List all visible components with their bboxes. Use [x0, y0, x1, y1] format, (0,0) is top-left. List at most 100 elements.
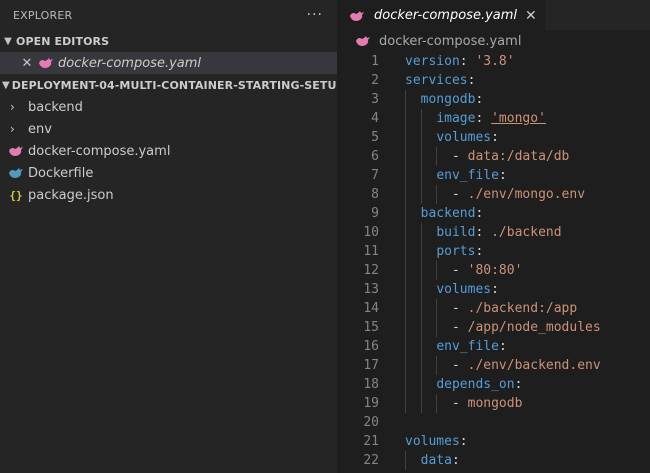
code-line[interactable]: 9 backend: — [337, 204, 650, 223]
indent-guide — [420, 261, 422, 280]
tree-folder-env[interactable]: › env — [0, 118, 337, 140]
line-text: - /app/node_modules — [379, 318, 601, 337]
yaml-value: mongodb — [467, 396, 523, 411]
tree-file-package-json[interactable]: {} package.json — [0, 184, 337, 206]
indent-guide — [420, 109, 422, 128]
indent-guide — [436, 318, 438, 337]
editor-pane: docker-compose.yaml ✕ docker-compose.yam… — [337, 0, 650, 473]
yaml-key: volumes — [436, 130, 492, 145]
yaml-dash: - — [451, 263, 468, 278]
open-editors-header[interactable]: ▼ OPEN EDITORS — [0, 30, 337, 52]
code-line[interactable]: 10 build: ./backend — [337, 223, 650, 242]
code-line[interactable]: 4 image: 'mongo' — [337, 109, 650, 128]
json-file-icon: {} — [9, 188, 23, 202]
yaml-separator: : — [459, 434, 468, 449]
indent-guide — [405, 394, 406, 413]
yaml-file-icon — [38, 55, 54, 71]
line-number: 22 — [363, 453, 379, 468]
code-line[interactable]: 15 - /app/node_modules — [337, 318, 650, 337]
line-number: 12 — [363, 263, 379, 278]
code-line[interactable]: 19 - mongodb — [337, 394, 650, 413]
yaml-dash: - — [451, 187, 468, 202]
yaml-key: backend — [420, 206, 476, 221]
folder-title: DEPLOYMENT-04-MULTI-CONTAINER-STARTING-S… — [11, 78, 337, 92]
breadcrumb-label: docker-compose.yaml — [379, 33, 522, 49]
code-line[interactable]: 12 - '80:80' — [337, 261, 650, 280]
line-number: 20 — [363, 415, 379, 430]
indent-guide — [420, 223, 422, 242]
line-number: 15 — [363, 320, 379, 335]
code-line[interactable]: 18 depends_on: — [337, 375, 650, 394]
code-line[interactable]: 14 - ./backend:/app — [337, 299, 650, 318]
code-line[interactable]: 13 volumes: — [337, 280, 650, 299]
tree-folder-backend[interactable]: › backend — [0, 96, 337, 118]
chevron-down-icon: ▼ — [2, 79, 10, 91]
tree-file-docker-compose[interactable]: docker-compose.yaml — [0, 140, 337, 162]
yaml-dash: - — [451, 320, 468, 335]
code-line[interactable]: 22 data: — [337, 451, 650, 470]
indent-guide — [420, 318, 422, 337]
line-text: backend: — [379, 204, 483, 223]
code-line[interactable]: 6 - data:/data/db — [337, 147, 650, 166]
tree-item-label: Dockerfile — [28, 165, 94, 181]
line-number: 16 — [363, 339, 379, 354]
code-line[interactable]: 17 - ./env/backend.env — [337, 356, 650, 375]
indent-guide — [405, 90, 406, 109]
code-line[interactable]: 16 env_file: — [337, 337, 650, 356]
more-actions-icon[interactable]: ··· — [306, 7, 323, 23]
yaml-separator: : — [451, 453, 460, 468]
yaml-key: image — [436, 111, 476, 126]
indent-guide — [405, 109, 406, 128]
indent-guide — [420, 299, 422, 318]
indent-guide — [405, 299, 406, 318]
close-icon[interactable]: ✕ — [525, 7, 537, 24]
yaml-value: /app/node_modules — [467, 320, 601, 335]
code-line[interactable]: 11 ports: — [337, 242, 650, 261]
yaml-value: 'mongo' — [491, 111, 546, 126]
indent-guide — [436, 299, 438, 318]
open-editor-label: docker-compose.yaml — [58, 55, 202, 71]
yaml-key: services — [405, 73, 468, 88]
indent-guide — [436, 394, 438, 413]
line-text: mongodb: — [379, 90, 483, 109]
open-editors-title: OPEN EDITORS — [16, 34, 110, 48]
yaml-key: depends_on — [436, 377, 515, 392]
breadcrumb[interactable]: docker-compose.yaml — [337, 30, 650, 52]
indent-guide — [436, 147, 438, 166]
code-line[interactable]: 3 mongodb: — [337, 90, 650, 109]
yaml-key: ports — [436, 244, 476, 259]
yaml-value: ./backend:/app — [467, 301, 578, 316]
folder-header[interactable]: ▼ DEPLOYMENT-04-MULTI-CONTAINER-STARTING… — [0, 74, 337, 96]
tab-docker-compose[interactable]: docker-compose.yaml ✕ — [337, 0, 545, 30]
code-line[interactable]: 5 volumes: — [337, 128, 650, 147]
indent-guide — [405, 242, 406, 261]
yaml-value: ./env/mongo.env — [467, 187, 586, 202]
indent-guide — [436, 261, 438, 280]
yaml-file-icon — [349, 8, 365, 24]
yaml-file-icon — [8, 143, 24, 159]
explorer-title: EXPLORER — [13, 8, 73, 22]
yaml-value: data:/data/db — [467, 149, 570, 164]
line-text: version: '3.8' — [379, 52, 515, 71]
line-number: 10 — [363, 225, 379, 240]
line-number: 1 — [371, 54, 379, 69]
line-text: - '80:80' — [379, 261, 522, 280]
line-number: 17 — [363, 358, 379, 373]
indent-guide — [420, 242, 422, 261]
indent-guide — [405, 147, 406, 166]
tab-label: docker-compose.yaml — [374, 8, 518, 23]
line-number: 3 — [371, 92, 379, 107]
open-editor-item[interactable]: ✕ docker-compose.yaml — [0, 52, 337, 74]
code-line[interactable]: 8 - ./env/mongo.env — [337, 185, 650, 204]
code-line[interactable]: 20 — [337, 413, 650, 432]
code-line[interactable]: 7 env_file: — [337, 166, 650, 185]
yaml-key: env_file — [436, 339, 499, 354]
close-icon[interactable]: ✕ — [21, 55, 33, 71]
tree-file-dockerfile[interactable]: Dockerfile — [0, 162, 337, 184]
yaml-separator: : — [475, 206, 484, 221]
yaml-value: '80:80' — [467, 263, 523, 278]
